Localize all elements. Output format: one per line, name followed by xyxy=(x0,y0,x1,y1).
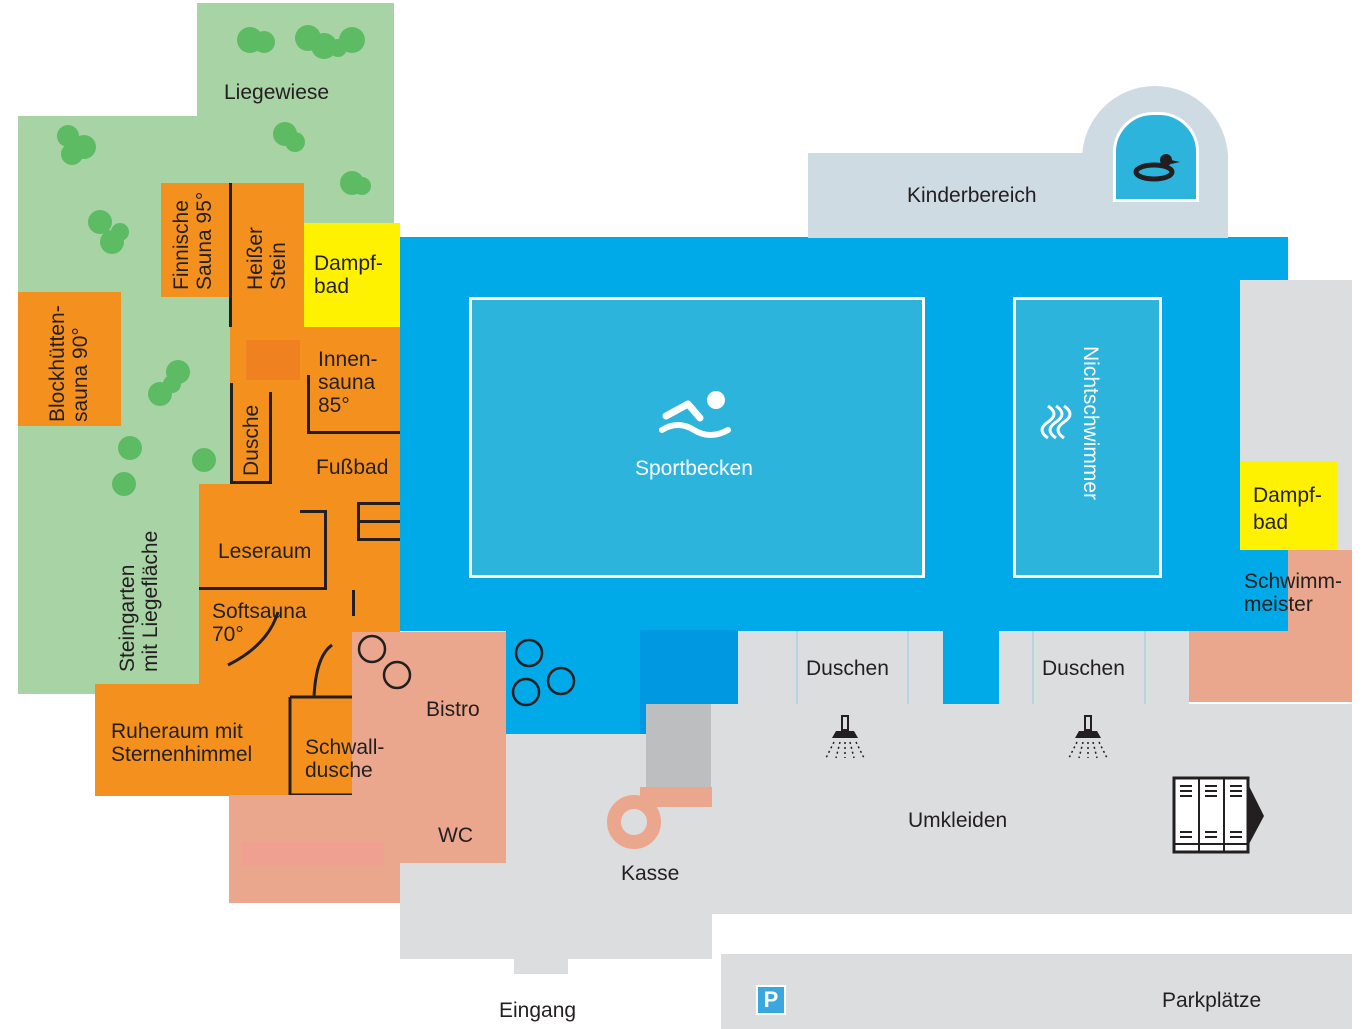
wall xyxy=(352,590,355,616)
blockhuetten-sauna-room xyxy=(18,292,121,426)
tree-icon xyxy=(340,171,371,195)
tree-icon xyxy=(237,27,275,53)
heisser-stein-room xyxy=(230,183,304,328)
label-kasse: Kasse xyxy=(621,862,680,885)
label-ruheraum: Ruheraum mit Sternenhimmel xyxy=(111,720,253,766)
tree-icon xyxy=(88,210,129,254)
label-dampfbad-right: Dampf- bad xyxy=(1253,484,1322,534)
duschen-2-room xyxy=(999,631,1189,704)
label-kinderbereich: Kinderbereich xyxy=(907,184,1037,207)
wall xyxy=(324,510,327,590)
table-icon xyxy=(382,660,412,690)
tree-icon xyxy=(273,122,305,152)
wall xyxy=(229,183,232,327)
label-leseraum: Leseraum xyxy=(218,540,312,563)
label-dusche: Dusche xyxy=(240,404,263,476)
tree-icon xyxy=(295,25,365,59)
label-schwimmmeister: Schwimm- meister xyxy=(1244,570,1342,616)
divider xyxy=(1144,631,1146,704)
kasse-block xyxy=(646,704,712,788)
finnische-sauna-room xyxy=(161,183,230,297)
accent-patch-2 xyxy=(242,842,384,866)
accent-patch xyxy=(246,340,300,380)
wall xyxy=(307,375,310,434)
label-steingarten: Steingarten mit Liegefläche xyxy=(116,530,162,672)
nichtschwimmer-pool xyxy=(1013,297,1162,578)
parking-area xyxy=(721,954,1352,1029)
wall xyxy=(358,538,400,541)
wall xyxy=(199,587,327,590)
swimmer-icon xyxy=(659,391,731,438)
eingang-step xyxy=(514,959,568,974)
table-icon xyxy=(357,634,387,664)
label-finnische-sauna: Finnische Sauna 95° xyxy=(170,191,216,290)
locker-icon xyxy=(1172,776,1264,854)
label-blockhuetten-sauna: Blockhütten- sauna 90° xyxy=(46,305,92,422)
shower-icon xyxy=(825,715,865,759)
label-fussbad: Fußbad xyxy=(316,456,389,479)
wall xyxy=(230,481,272,484)
wall xyxy=(307,431,400,434)
label-schwalldusche: Schwall- dusche xyxy=(305,736,385,782)
tree-icon xyxy=(57,125,96,165)
divider xyxy=(1032,631,1034,704)
label-heisser-stein: Heißer Stein xyxy=(244,226,290,290)
parking-icon: P xyxy=(756,985,786,1015)
rubber-duck-icon xyxy=(1133,154,1180,182)
sportbecken-pool xyxy=(469,297,925,578)
pool-hall-link xyxy=(943,630,999,704)
label-eingang: Eingang xyxy=(499,999,577,1022)
tree-icon xyxy=(148,360,190,406)
label-umkleiden: Umkleiden xyxy=(908,809,1008,832)
label-liegewiese: Liegewiese xyxy=(224,81,330,104)
wall xyxy=(357,502,360,541)
label-innensauna: Innen- sauna 85° xyxy=(318,348,378,417)
label-wc: WC xyxy=(438,824,473,847)
ruheraum-room xyxy=(95,684,400,796)
wall xyxy=(358,502,400,505)
label-parkplaetze: Parkplätze xyxy=(1162,989,1262,1012)
label-sportbecken: Sportbecken xyxy=(635,457,753,480)
dampfbad-right-room xyxy=(1240,461,1337,549)
shower-icon xyxy=(1068,715,1108,759)
table-icon xyxy=(514,638,544,668)
tree-icon xyxy=(112,436,216,496)
wc-room xyxy=(400,795,506,863)
label-dampfbad-left: Dampf- bad xyxy=(314,252,383,298)
wall xyxy=(300,510,327,513)
waves-icon xyxy=(1040,404,1072,440)
sauna-link-lower xyxy=(290,632,354,692)
table-icon xyxy=(511,677,541,707)
label-softsauna: Softsauna 70° xyxy=(212,600,307,646)
wall xyxy=(230,383,233,483)
divider xyxy=(907,631,909,704)
label-duschen-2: Duschen xyxy=(1042,657,1125,680)
label-bistro: Bistro xyxy=(426,698,480,721)
wall xyxy=(269,392,272,484)
divider xyxy=(796,631,798,704)
kinder-pool xyxy=(1113,112,1199,202)
label-nichtschwimmer: Nichtschwimmer xyxy=(1079,346,1102,501)
wall xyxy=(358,520,400,523)
dampfbad-left-room xyxy=(304,223,400,327)
table-icon xyxy=(546,666,576,696)
label-duschen-1: Duschen xyxy=(806,657,889,680)
